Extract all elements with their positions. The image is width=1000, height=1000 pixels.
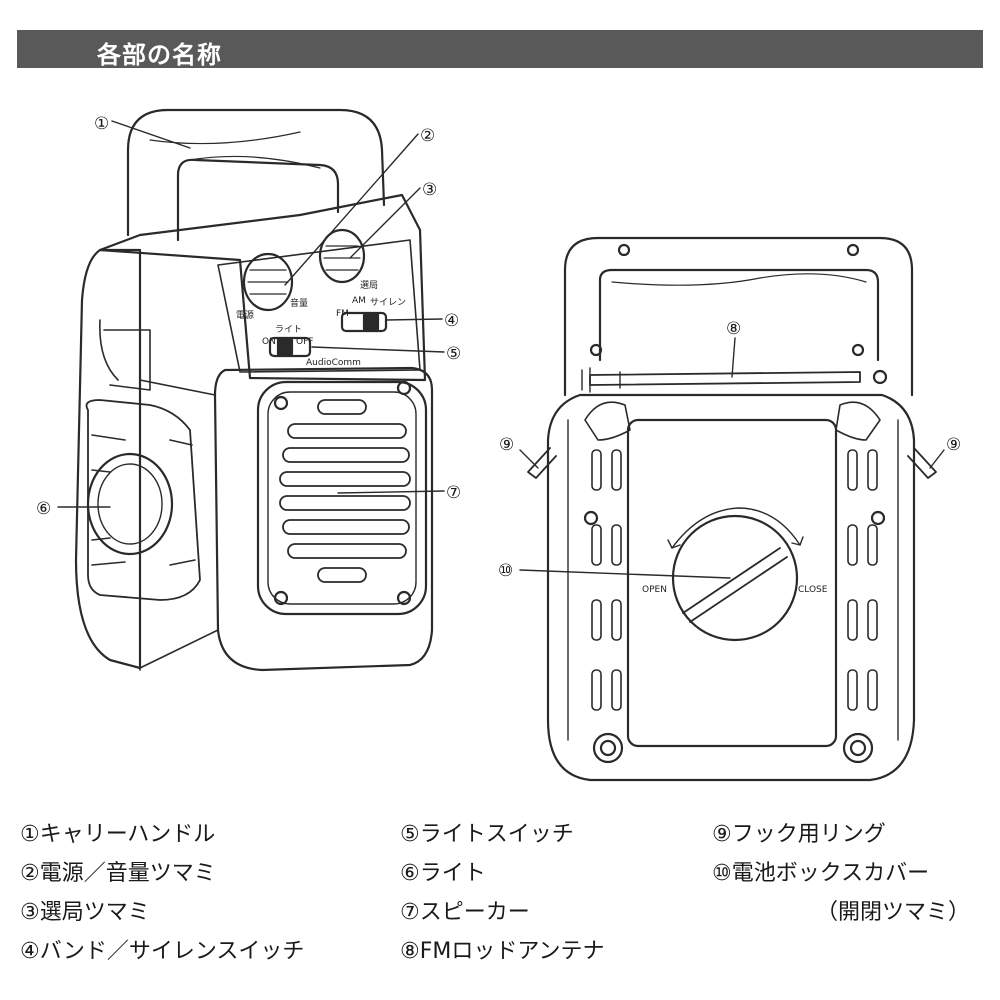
carry-handle (126, 108, 386, 242)
light-switch (268, 336, 312, 358)
callout-9-left: ⑨ (499, 435, 514, 455)
product-illustration: AudioComm 電源 音量 選局 ライト ON OFF AM FM サイレン (36, 108, 961, 782)
part-item: ⑦スピーカー (400, 900, 530, 925)
band-fm-label: FM (336, 309, 349, 319)
part-item: ⑩電池ボックスカバー (712, 861, 930, 886)
parts-legend-col3: ⑨フック用リング ⑩電池ボックスカバー （開閉ツマミ） (712, 815, 970, 932)
section-header: 各部の名称 (17, 30, 983, 69)
vent-slots (591, 449, 878, 711)
power-label: 電源 (236, 310, 254, 321)
callout-5: ⑤ (446, 344, 461, 364)
callout-6: ⑥ (36, 499, 51, 519)
callout-1: ① (94, 114, 109, 134)
band-am-label: AM (352, 296, 366, 306)
hook-ring-left (527, 447, 557, 479)
back-view: OPEN CLOSE (527, 236, 937, 782)
back-body (546, 393, 916, 782)
callout-8: ⑧ (726, 319, 741, 339)
callout-badges: ① ② ③ ④ ⑤ ⑥ ⑦ ⑧ ⑨ ⑨ ⑩ (36, 114, 961, 581)
speaker-grille (279, 399, 411, 583)
battery-cover (626, 418, 838, 748)
tuning-label: 選局 (360, 280, 378, 291)
callout-9-right: ⑨ (946, 435, 961, 455)
section-title: 各部の名称 (97, 41, 222, 69)
part-item: ③選局ツマミ (20, 900, 150, 925)
volume-label: 音量 (290, 297, 308, 309)
light-switch-label: ライト (275, 324, 302, 335)
callout-7: ⑦ (446, 483, 461, 503)
part-item: ①キャリーハンドル (20, 822, 216, 847)
fm-rod-antenna (589, 371, 861, 386)
body-front (213, 366, 434, 672)
open-close-knob (671, 514, 799, 642)
parts-legend-col1: ①キャリーハンドル ②電源／音量ツマミ ③選局ツマミ ④バンド／サイレンスイッチ (20, 815, 304, 971)
front-view: AudioComm 電源 音量 選局 ライト ON OFF AM FM サイレン (74, 108, 434, 672)
close-label: CLOSE (798, 585, 828, 595)
part-item-note: （開閉ツマミ） (816, 900, 971, 925)
open-label: OPEN (642, 585, 667, 595)
light-off-label: OFF (296, 337, 313, 347)
callout-2: ② (420, 126, 435, 146)
top-panel (98, 193, 427, 382)
light-on-label: ON (262, 337, 276, 347)
band-siren-label: サイレン (370, 297, 406, 308)
part-item: ⑤ライトスイッチ (400, 822, 574, 847)
callout-4: ④ (444, 311, 459, 331)
parts-legend-col2: ⑤ライトスイッチ ⑥ライト ⑦スピーカー ⑧FMロッドアンテナ (400, 815, 604, 971)
part-item: ⑥ライト (400, 861, 486, 886)
back-handle (563, 236, 914, 397)
part-item: ④バンド／サイレンスイッチ (20, 939, 305, 964)
part-item: ⑧FMロッドアンテナ (400, 939, 605, 964)
tuning-knob (318, 228, 366, 284)
volume-knob (242, 252, 294, 312)
part-item: ⑨フック用リング (712, 822, 886, 847)
brand-label: AudioComm (306, 358, 361, 368)
callout-3: ③ (422, 180, 437, 200)
hook-ring-right (907, 447, 937, 479)
band-switch (340, 311, 388, 333)
callouts (57, 120, 945, 579)
side-bumper (74, 248, 142, 670)
front-light-lens (86, 452, 174, 556)
callout-10: ⑩ (498, 561, 513, 581)
part-item: ②電源／音量ツマミ (20, 861, 216, 886)
speaker-frame (256, 380, 428, 616)
